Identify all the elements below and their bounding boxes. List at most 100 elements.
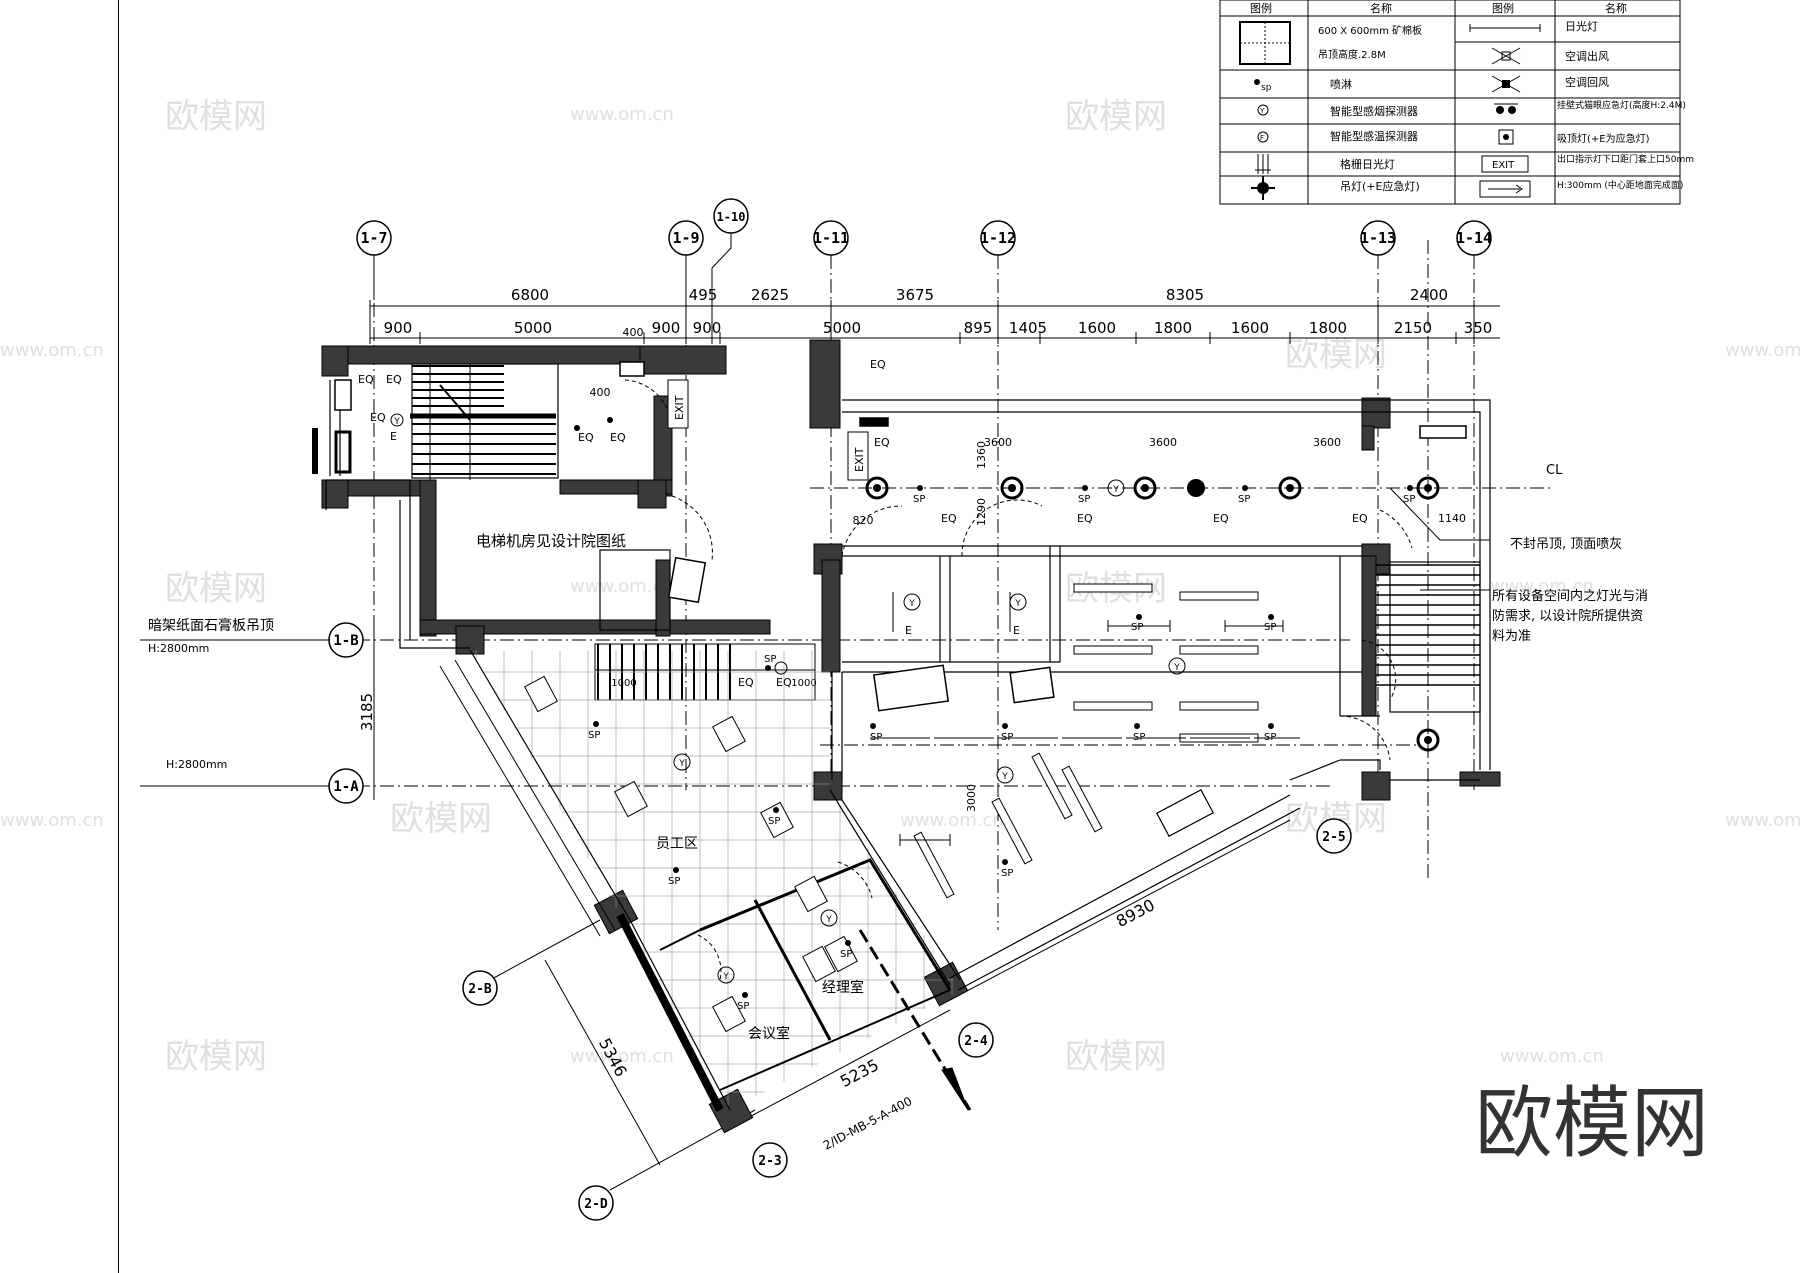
svg-text:2-3: 2-3 [758, 1154, 781, 1169]
equipment-note: 防需求, 以设计院所提供资 [1492, 608, 1643, 624]
svg-text:2-B: 2-B [468, 982, 492, 997]
pendant-light-icon [865, 476, 889, 500]
svg-text:1800: 1800 [1309, 319, 1347, 337]
svg-text:1-13: 1-13 [1360, 229, 1396, 247]
svg-text:SP: SP [588, 730, 600, 741]
svg-text:Y: Y [1259, 107, 1265, 115]
pendant-light-icon [1251, 176, 1275, 200]
grid-bubble: 1-B [328, 622, 364, 658]
legend-name: 智能型感温探测器 [1330, 129, 1418, 143]
heat-detector-icon: F [1257, 131, 1269, 143]
emergency-light-icon [1494, 103, 1518, 114]
emergency-light-icon [312, 428, 352, 474]
svg-text:EXIT: EXIT [1492, 160, 1515, 171]
grille-light-icon [1255, 154, 1271, 174]
pendant-light-icon [1133, 476, 1157, 500]
grid-bubble: 1-9 [668, 220, 704, 300]
watermark-brand: 欧模网 [1065, 97, 1167, 137]
fluorescent-lights [913, 583, 1259, 899]
svg-text:Y: Y [908, 599, 915, 609]
smoke-detector-icon [774, 661, 788, 675]
meeting-room-label: 会议室 [748, 1025, 790, 1042]
legend-name: 吊灯(+E应急灯) [1340, 179, 1420, 193]
svg-text:1600: 1600 [1078, 319, 1116, 337]
svg-text:SP: SP [764, 654, 776, 665]
height-label: H:2800mm [148, 642, 209, 655]
watermark-url: www.om.cn [900, 810, 1004, 831]
pendant-light-icon [1187, 479, 1205, 497]
sheet-border-line [118, 0, 119, 1273]
svg-text:E: E [905, 624, 912, 637]
grid-bubble: 2-D [578, 1185, 614, 1221]
equipment-note: 所有设备空间内之灯光与消 [1492, 588, 1648, 604]
note-leaders [140, 487, 1490, 787]
svg-text:5000: 5000 [514, 319, 552, 337]
grid-bubble: 2-5 [1316, 818, 1352, 854]
svg-text:EQ: EQ [358, 373, 374, 386]
annotation-e: E E E [390, 430, 1020, 637]
watermark-brand: 欧模网 [165, 569, 267, 609]
svg-text:EQ: EQ [386, 373, 402, 386]
sprinkler-icon: sp [1254, 79, 1272, 93]
watermark-brand-large: 欧模网 [1475, 1079, 1709, 1169]
svg-text:SP: SP [737, 1001, 749, 1012]
smoke-detectors [390, 413, 1186, 984]
grid-bubbles-top: 1-7 1-9 1-10 1-11 1-12 1-13 1-14 [356, 198, 1492, 300]
svg-text:SP: SP [913, 494, 925, 505]
pendant-light-icon [1000, 476, 1024, 500]
watermark-brand: 欧模网 [1065, 1037, 1167, 1077]
exit-sign: EXIT [853, 447, 866, 472]
svg-text:1-9: 1-9 [672, 229, 699, 247]
svg-text:SP: SP [1264, 732, 1276, 743]
svg-text:1-10: 1-10 [717, 210, 746, 224]
svg-text:900: 900 [384, 319, 413, 337]
legend-name: 格栅日光灯 [1340, 157, 1395, 171]
svg-text:Y: Y [825, 915, 832, 925]
svg-text:SP: SP [1133, 732, 1145, 743]
legend-name: 吸顶灯(+E为应急灯) [1557, 132, 1650, 145]
fluorescent-light-icon [1469, 24, 1541, 32]
legend-table: 图例 名称 图例 名称 sp Y F 600 X 600mm 矿棉板 吊顶高度.… [1219, 0, 1694, 205]
watermark-brand: 欧模网 [165, 1037, 267, 1077]
legend-header: 名称 [1370, 1, 1392, 15]
svg-text:SP: SP [1238, 494, 1250, 505]
grid-bubble: 2-3 [752, 1142, 788, 1178]
svg-text:SP: SP [1264, 622, 1276, 633]
grid-bubbles-diagonal: 2-B 2-D 2-3 2-4 2-5 [462, 818, 1352, 1221]
svg-text:6800: 6800 [511, 286, 549, 304]
svg-text:820: 820 [853, 514, 874, 527]
thin-walls [325, 363, 1491, 781]
svg-text:1-7: 1-7 [360, 229, 387, 247]
svg-text:SP: SP [668, 876, 680, 887]
watermark-url: www.om.cn [1725, 810, 1800, 831]
legend-name: 喷淋 [1330, 78, 1352, 91]
svg-text:1140: 1140 [1438, 512, 1466, 525]
svg-text:EQ: EQ [941, 512, 957, 525]
ceiling-light-icon [1498, 129, 1514, 145]
svg-text:1-11: 1-11 [813, 229, 849, 247]
direction-sign-icon [1479, 180, 1531, 198]
pendant-light-icon [1278, 476, 1302, 500]
ceiling-note-label: 暗架纸面石膏板吊顶 [148, 617, 274, 634]
height-label: H:2800mm [166, 758, 227, 771]
svg-text:EQ: EQ [870, 358, 886, 371]
svg-text:495: 495 [689, 286, 718, 304]
svg-text:1-B: 1-B [333, 633, 358, 649]
svg-text:400: 400 [590, 386, 611, 399]
ac-supply-icon [1491, 47, 1521, 65]
exit-sign-icon: EXIT [1481, 155, 1529, 173]
svg-text:EQ: EQ [1077, 512, 1093, 525]
detector-letters: Y Y Y Y Y Y Y Y Y [393, 417, 1180, 982]
svg-text:3675: 3675 [896, 286, 934, 304]
svg-text:E: E [1013, 624, 1020, 637]
elevator-room-label: 电梯机房见设计院图纸 [476, 532, 626, 550]
right-stair-treads [1376, 564, 1480, 686]
smoke-detector-icon [996, 766, 1014, 784]
section-reference: 2/ID-MB-5-A-400 [821, 1094, 915, 1153]
watermark-url: www.om.cn [0, 810, 104, 831]
svg-text:EQ: EQ [874, 436, 890, 449]
svg-text:SP: SP [1001, 868, 1013, 879]
svg-text:2400: 2400 [1410, 286, 1448, 304]
svg-text:EQ: EQ [1213, 512, 1229, 525]
